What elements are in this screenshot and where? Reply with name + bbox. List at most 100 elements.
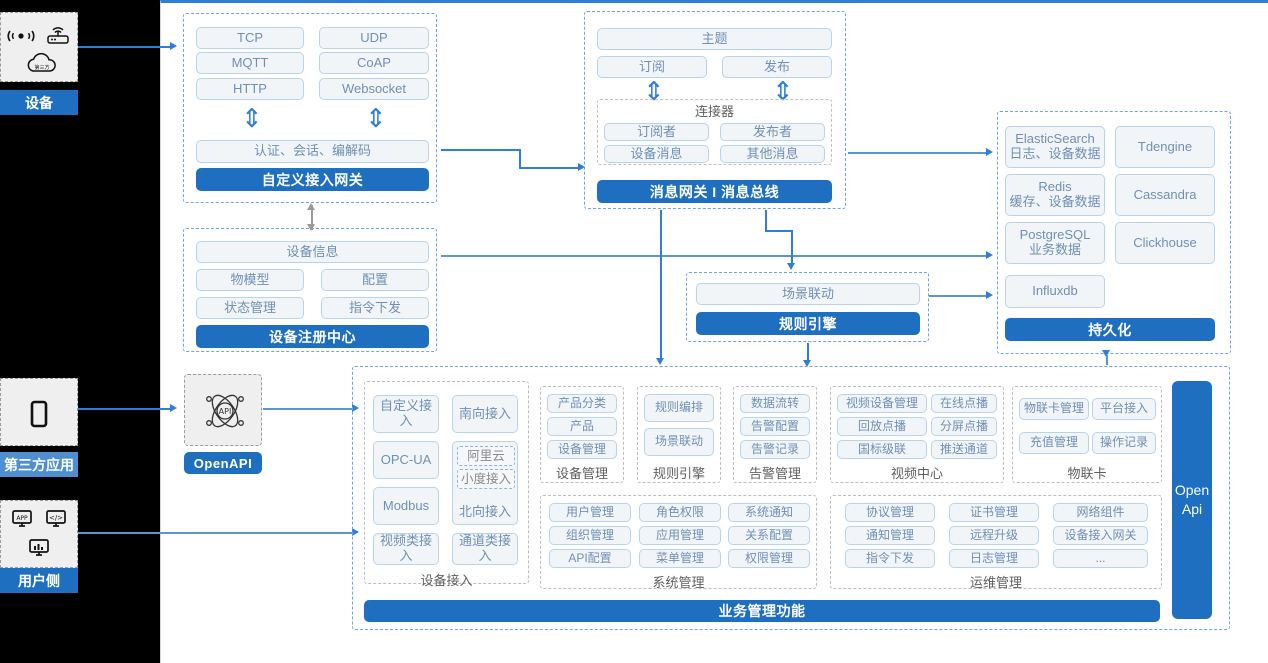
rule-engine-scene[interactable]: 场景联动 — [696, 283, 920, 305]
access-modbus[interactable]: Modbus — [373, 487, 439, 525]
access-custom[interactable]: 自定义接入 — [373, 395, 439, 433]
connector-subscriber[interactable]: 订阅者 — [604, 123, 709, 141]
registry-config[interactable]: 配置 — [321, 269, 429, 291]
persistence-redis-name: Redis — [1038, 179, 1072, 195]
persistence-clickhouse[interactable]: Clickhouse — [1115, 222, 1215, 264]
sm-user-management[interactable]: 用户管理 — [549, 503, 631, 522]
message-subscribe[interactable]: 订阅 — [597, 56, 707, 78]
svg-text:API: API — [219, 407, 232, 416]
persistence-tdengine[interactable]: Tdengine — [1115, 126, 1215, 168]
sm-permission-management[interactable]: 权限管理 — [728, 549, 810, 568]
persistence-cassandra[interactable]: Cassandra — [1115, 174, 1215, 216]
rule-engine-footer[interactable]: 规则引擎 — [696, 312, 920, 335]
om-log-management[interactable]: 日志管理 — [949, 549, 1039, 568]
access-video[interactable]: 视频类接入 — [373, 533, 439, 565]
protocol-udp[interactable]: UDP — [319, 27, 429, 49]
access-southbound[interactable]: 南向接入 — [452, 395, 518, 433]
registry-header[interactable]: 设备信息 — [196, 241, 429, 263]
registry-state-management[interactable]: 状态管理 — [196, 297, 304, 319]
persistence-postgresql[interactable]: PostgreSQL 业务数据 — [1005, 222, 1105, 264]
am-alarm-config[interactable]: 告警配置 — [740, 417, 810, 436]
dm-product-category[interactable]: 产品分类 — [547, 394, 617, 413]
persistence-footer[interactable]: 持久化 — [1005, 318, 1215, 341]
vc-live-stream[interactable]: 在线点播 — [931, 394, 997, 413]
om-protocol-management[interactable]: 协议管理 — [845, 503, 935, 522]
group-video-center — [830, 386, 1004, 483]
om-remote-upgrade[interactable]: 远程升级 — [949, 526, 1039, 545]
connector-other-message[interactable]: 其他消息 — [720, 145, 825, 163]
group-device-management — [540, 386, 624, 483]
protocol-http[interactable]: HTTP — [196, 78, 304, 100]
connector-device-message[interactable]: 设备消息 — [604, 145, 709, 163]
re-scene-linkage[interactable]: 场景联动 — [644, 428, 714, 456]
sm-org-management[interactable]: 组织管理 — [549, 526, 631, 545]
message-publish[interactable]: 发布 — [722, 56, 832, 78]
ic-card-management[interactable]: 物联卡管理 — [1019, 398, 1089, 420]
gateway-middle[interactable]: 认证、会话、编解码 — [196, 140, 429, 163]
om-cert-management[interactable]: 证书管理 — [949, 503, 1039, 522]
rail-label-userside: 用户侧 — [0, 568, 78, 593]
om-command-dispatch[interactable]: 指令下发 — [845, 549, 935, 568]
dm-device-management[interactable]: 设备管理 — [547, 440, 617, 459]
vc-split-screen[interactable]: 分屏点播 — [931, 417, 997, 436]
access-aliyun[interactable]: 阿里云 — [457, 446, 515, 466]
group-rule-engine — [637, 386, 721, 483]
om-more[interactable]: ... — [1053, 549, 1148, 568]
connector-registry-to-persistence-arrowhead — [986, 251, 993, 259]
om-device-access-gateway[interactable]: 设备接入网关 — [1053, 526, 1148, 545]
dm-product[interactable]: 产品 — [547, 417, 617, 436]
connector-rule-to-business — [807, 343, 809, 363]
sm-menu-management[interactable]: 菜单管理 — [639, 549, 721, 568]
am-alarm-record[interactable]: 告警记录 — [740, 440, 810, 459]
message-topic[interactable]: 主题 — [597, 28, 832, 50]
access-opc-ua[interactable]: OPC-UA — [373, 441, 439, 479]
message-bus-footer[interactable]: 消息网关 I 消息总线 — [597, 180, 832, 203]
registry-thing-model[interactable]: 物模型 — [196, 269, 304, 291]
persistence-redis-sub: 缓存、设备数据 — [1009, 194, 1101, 209]
protocol-coap[interactable]: CoAP — [319, 52, 429, 74]
am-data-flow[interactable]: 数据流转 — [740, 394, 810, 413]
access-channel[interactable]: 通道类接入 — [452, 533, 518, 565]
wifi-signal-icon — [7, 27, 35, 45]
persistence-redis[interactable]: Redis 缓存、设备数据 — [1005, 174, 1105, 216]
vc-push-channel[interactable]: 推送通道 — [931, 440, 997, 459]
sm-relation-config[interactable]: 关系配置 — [728, 526, 810, 545]
connector-userside-to-business-arrowhead — [352, 528, 359, 536]
persistence-elasticsearch[interactable]: ElasticSearch 日志、设备数据 — [1005, 126, 1105, 168]
business-footer[interactable]: 业务管理功能 — [364, 600, 1160, 622]
protocol-mqtt[interactable]: MQTT — [196, 52, 304, 74]
group-label-ops-management: 运维管理 — [969, 575, 1022, 590]
access-northbound[interactable]: 阿里云 小度接入 北向接入 — [452, 441, 518, 525]
sm-role-permission[interactable]: 角色权限 — [639, 503, 721, 522]
gateway-footer[interactable]: 自定义接入网关 — [196, 168, 429, 191]
persistence-elasticsearch-name: ElasticSearch — [1015, 131, 1095, 147]
protocol-tcp[interactable]: TCP — [196, 27, 304, 49]
gateway-panel — [183, 13, 437, 203]
access-xiaodu[interactable]: 小度接入 — [457, 469, 515, 489]
om-network-component[interactable]: 网络组件 — [1053, 503, 1148, 522]
persistence-influxdb[interactable]: Influxdb — [1005, 275, 1105, 308]
connector-publisher[interactable]: 发布者 — [720, 123, 825, 141]
openapi-label[interactable]: OpenAPI — [184, 452, 262, 474]
connector-bus-to-business — [660, 210, 662, 360]
code-monitor-icon: </> — [45, 509, 67, 529]
connector-bus-to-persistence-arrowhead — [986, 148, 993, 156]
ic-platform-access[interactable]: 平台接入 — [1092, 398, 1156, 420]
vc-video-device-management[interactable]: 视频设备管理 — [837, 394, 927, 413]
vc-playback[interactable]: 回放点播 — [837, 417, 927, 436]
group-ops-management — [830, 495, 1162, 589]
ic-recharge-management[interactable]: 充值管理 — [1019, 432, 1089, 454]
sm-app-management[interactable]: 应用管理 — [639, 526, 721, 545]
bidirectional-arrow-right-icon: ⇕ — [365, 104, 387, 134]
protocol-websocket[interactable]: Websocket — [319, 78, 429, 100]
openapi-vertical-bar[interactable]: Open Api — [1172, 381, 1212, 619]
sm-system-notice[interactable]: 系统通知 — [728, 503, 810, 522]
om-notice-management[interactable]: 通知管理 — [845, 526, 935, 545]
rail-label-device: 设备 — [0, 90, 78, 115]
ic-operation-record[interactable]: 操作记录 — [1092, 432, 1156, 454]
registry-command-dispatch[interactable]: 指令下发 — [321, 297, 429, 319]
sm-api-config[interactable]: API配置 — [549, 549, 631, 568]
registry-footer[interactable]: 设备注册中心 — [196, 325, 429, 348]
re-rule-orchestration[interactable]: 规则编排 — [644, 394, 714, 422]
vc-gb-cascade[interactable]: 国标级联 — [837, 440, 927, 459]
